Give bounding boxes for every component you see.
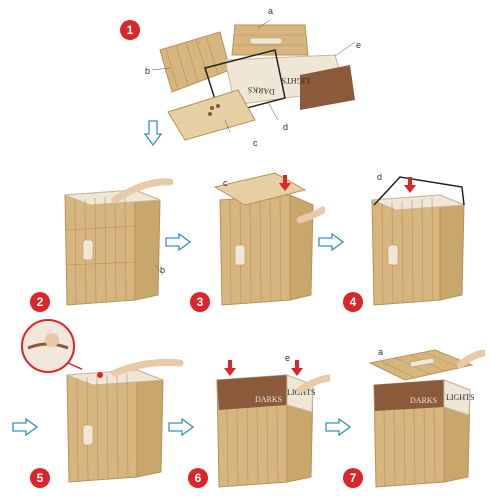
final-lights-label: LIGHTS: [446, 393, 474, 402]
arrow-right-icon: [318, 233, 344, 251]
step-badge-3: 3: [190, 292, 210, 312]
step-badge-6: 6: [188, 468, 208, 488]
parts-kit-illustration: LIGHTS DARKS: [151, 20, 356, 141]
callout-b-parts: b: [145, 66, 151, 76]
arrow-right-icon: [12, 418, 38, 436]
basket-wire-frame-illustration: [371, 176, 465, 306]
callout-c-parts: c: [253, 138, 258, 148]
step-badge-4: 4: [343, 292, 363, 312]
liner-darks-band: DARKS: [255, 395, 282, 404]
basket-open-illustration: [64, 178, 174, 306]
arrow-right-icon: [165, 233, 191, 251]
callout-e-parts: e: [356, 40, 362, 50]
callout-b-step2: b: [160, 265, 166, 275]
liner-darks-text: DARKS: [247, 85, 275, 96]
basket-insert-board-illustration: [213, 172, 325, 306]
callout-c-step3: c: [223, 178, 228, 188]
callout-a-parts: a: [268, 6, 274, 16]
basket-with-lid-illustration: DARKS LIGHTS: [368, 349, 485, 488]
step-badge-5: 5: [30, 468, 50, 488]
liner-lights-text: LIGHTS: [282, 76, 310, 85]
callout-e-step6: e: [285, 353, 291, 363]
arrow-right-icon: [168, 418, 194, 436]
arrow-right-icon: [325, 418, 351, 436]
step-badge-7: 7: [343, 468, 363, 488]
final-darks-label: DARKS: [410, 396, 437, 405]
callout-d-parts: d: [283, 122, 289, 132]
arrow-down-icon: [144, 120, 162, 146]
step-badge-1: 1: [120, 20, 140, 40]
basket-hook-liner-illustration: [66, 358, 184, 483]
callout-a-step7: a: [378, 347, 384, 357]
callout-d-step4: d: [377, 172, 383, 182]
basket-fold-liner-illustration: DARKS LIGHTS: [216, 360, 330, 488]
zoom-inset-hook-illustration: [21, 319, 82, 373]
step-badge-2: 2: [30, 292, 50, 312]
